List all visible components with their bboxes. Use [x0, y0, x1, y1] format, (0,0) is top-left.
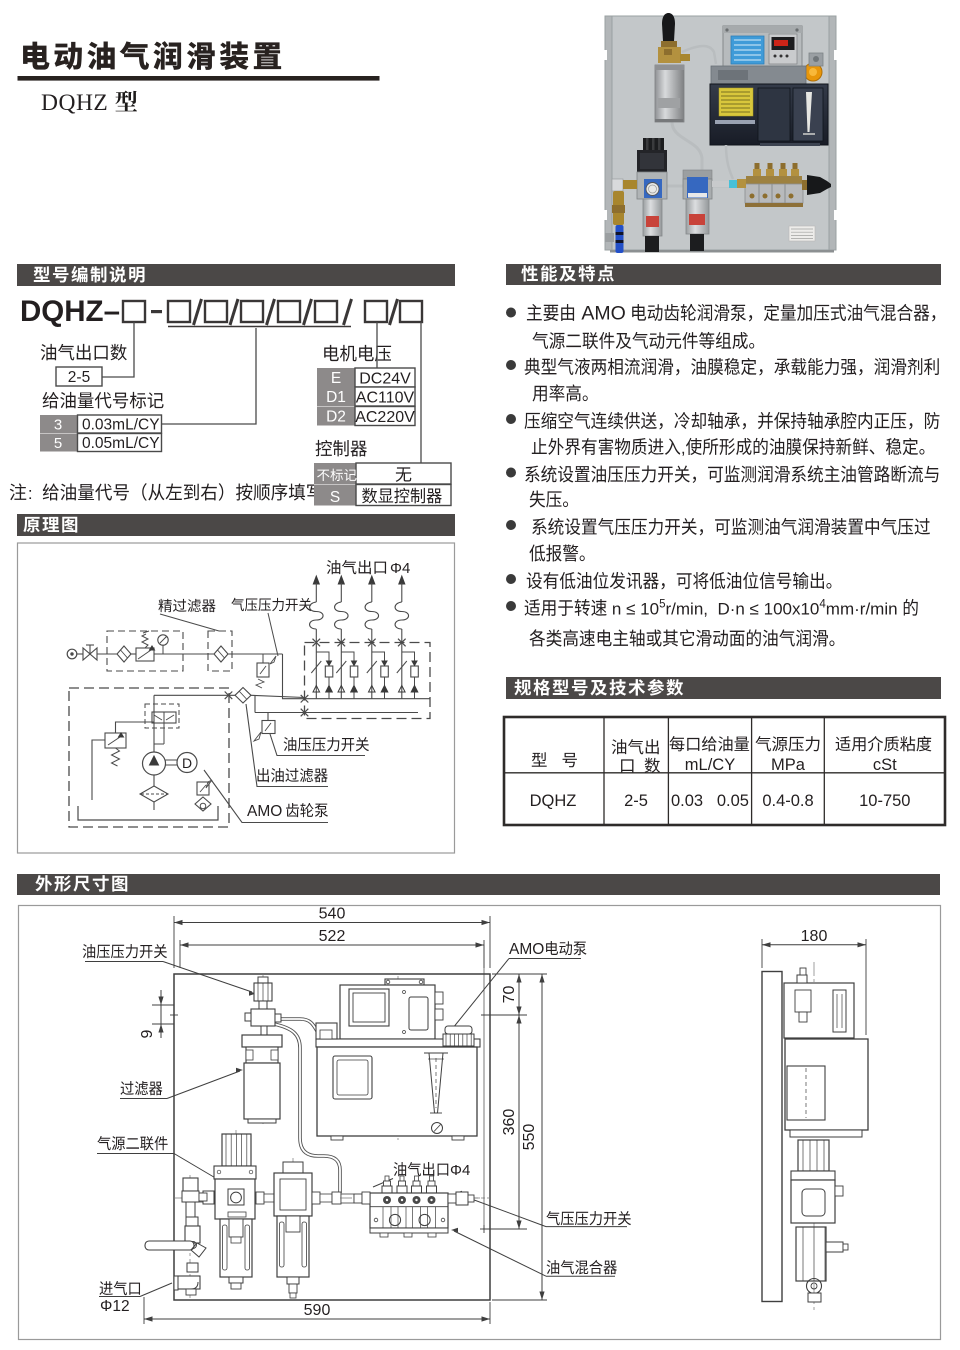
svg-text:MPa: MPa	[771, 756, 806, 774]
svg-text:AMO: AMO	[247, 803, 282, 820]
svg-text:5: 5	[659, 599, 665, 611]
svg-text:0.03 0.05: 0.03 0.05	[671, 792, 749, 810]
svg-text:AMO: AMO	[509, 941, 544, 958]
svg-text:Φ4: Φ4	[450, 1162, 470, 1179]
svg-text:DQHZ: DQHZ	[41, 90, 108, 116]
svg-text:2-5: 2-5	[68, 369, 90, 386]
svg-text:D2: D2	[326, 409, 346, 426]
svg-text:DQHZ: DQHZ	[530, 792, 577, 810]
svg-text:0.03mL/CY: 0.03mL/CY	[82, 417, 160, 434]
svg-text:D: D	[182, 755, 192, 771]
svg-text:522: 522	[319, 928, 346, 945]
svg-text:9: 9	[139, 1029, 156, 1038]
svg-text:3: 3	[54, 417, 62, 434]
svg-text:4: 4	[819, 599, 826, 611]
svg-text:D1: D1	[326, 389, 346, 406]
svg-text:mm·r/min: mm·r/min	[826, 600, 902, 619]
svg-text:,: ,	[681, 439, 686, 458]
svg-text:0.05mL/CY: 0.05mL/CY	[82, 435, 160, 452]
svg-text:360: 360	[501, 1109, 518, 1136]
svg-text:0.4-0.8: 0.4-0.8	[762, 792, 813, 810]
svg-text:540: 540	[319, 906, 346, 923]
svg-text:Φ12: Φ12	[100, 1298, 130, 1315]
svg-text:180: 180	[801, 928, 828, 945]
svg-text:AMO: AMO	[576, 303, 631, 325]
svg-text:550: 550	[521, 1124, 538, 1151]
svg-text:mL/CY: mL/CY	[685, 756, 735, 774]
svg-text:cSt: cSt	[873, 756, 897, 774]
svg-text:AC220V: AC220V	[355, 409, 415, 426]
svg-text:590: 590	[304, 1302, 331, 1319]
svg-text:2-5: 2-5	[624, 792, 648, 810]
svg-text:70: 70	[501, 986, 518, 1004]
svg-text:AC110V: AC110V	[356, 390, 415, 407]
svg-text:10-750: 10-750	[859, 792, 910, 810]
svg-text:E: E	[331, 370, 341, 387]
svg-text:r/min, D·n ≤ 100x10: r/min, D·n ≤ 100x10	[666, 600, 820, 619]
svg-text::: :	[28, 484, 42, 503]
svg-text:S: S	[330, 489, 340, 506]
svg-text:Φ4: Φ4	[390, 560, 410, 577]
svg-text:n ≤ 10: n ≤ 10	[607, 600, 659, 619]
svg-text:DQHZ–: DQHZ–	[20, 295, 120, 328]
svg-text:DC24V: DC24V	[359, 371, 411, 388]
svg-text:5: 5	[54, 435, 62, 452]
